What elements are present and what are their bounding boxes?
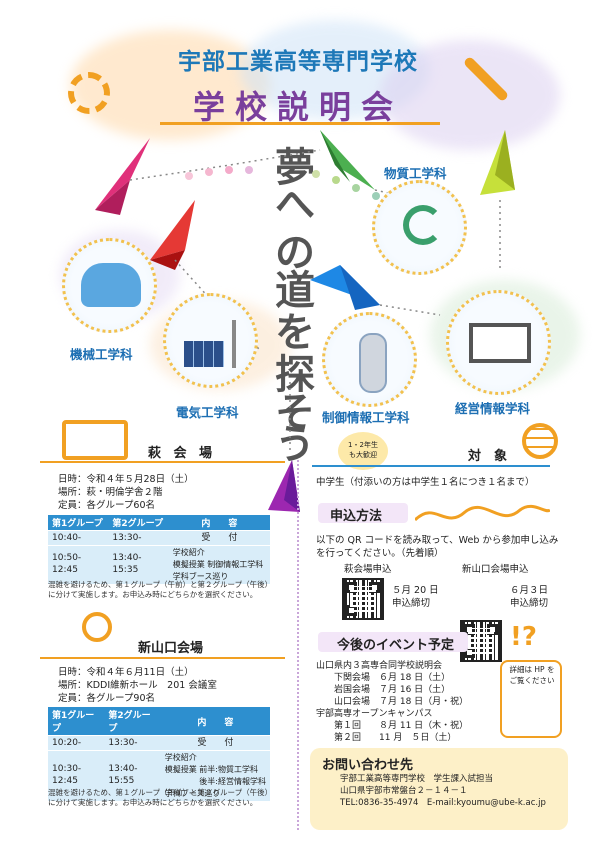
- contact-line: 宇部工業高等専門学校 学生課入試担当: [340, 774, 494, 784]
- plane-icon: [95, 138, 150, 210]
- list-item: 宇部高専オープンキャンパス: [316, 709, 433, 719]
- vehicle-icon: [81, 263, 141, 307]
- apply-hagi-label: 萩会場申込: [344, 564, 392, 575]
- shin-note: 混雑を避けるため、第１グループ（午前）と第２グループ（午後） に分けて実施します…: [48, 788, 273, 807]
- apply-title-bg: [318, 503, 408, 523]
- hp-box: [500, 660, 562, 738]
- contact-lines: 宇部工業高等専門学校 学生課入試担当 山口県宇部市常盤台２－１４－１ TEL:0…: [340, 773, 546, 809]
- dept-electrical-label: 電気工学科: [176, 405, 239, 420]
- exclamation-question-icon: !?: [510, 622, 537, 652]
- business-circle: [446, 290, 551, 395]
- list-item: 第２回 11 月 ５日（土）: [316, 733, 457, 743]
- wave-decoration: [415, 504, 550, 522]
- table-header: 内 容: [160, 707, 270, 736]
- hagi-capacity: 定員：各グループ60名: [58, 500, 156, 511]
- table-header: 内 容: [168, 515, 270, 531]
- future-title: 今後のイベント予定: [337, 638, 455, 653]
- wind-turbine-icon: [232, 320, 236, 368]
- qr-code-hagi[interactable]: [342, 578, 384, 620]
- contact-line: 山口県宇部市常盤台２－１４－１: [340, 786, 468, 796]
- apply-shin-label: 新山口会場申込: [462, 564, 529, 575]
- apply-section: 申込方法 以下の QR コードを読み取って、Web から参加申し込み を行ってく…: [0, 0, 596, 662]
- slogan-char: を: [275, 309, 315, 356]
- list-item: 第１回 ８月 11 日（木・祝）: [316, 721, 469, 731]
- shin-schedule-table: 第1グループ第2グループ内 容 10:20-13:30-受 付 10:30- 1…: [48, 707, 270, 801]
- slogan-char: へ: [275, 181, 315, 228]
- slogan-char: の: [275, 229, 315, 276]
- robot-icon: [359, 333, 387, 393]
- recycle-icon: [403, 205, 443, 245]
- event-title: 学校説明会: [192, 88, 403, 126]
- list-item: 下関会場 ６月 18 日（土）: [316, 673, 451, 683]
- hagi-place: 場所：萩・明倫学舎２階: [58, 487, 163, 498]
- contact-line: TEL:0836-35-4974 E-mail:kyoumu@ube-k.ac.…: [340, 798, 546, 808]
- contact-box: [310, 748, 568, 830]
- apply-title: 申込方法: [330, 509, 383, 524]
- mechanical-circle: [62, 238, 157, 333]
- lightbulb-icon: [82, 612, 112, 642]
- badge: 1・2年生 も大歓迎: [338, 432, 388, 470]
- slogan-char: う: [275, 421, 315, 468]
- paper-planes: [95, 130, 515, 512]
- future-list: 山口県内３高専合同学校説明会 下関会場 ６月 18 日（土） 岩国会場 ７月 1…: [316, 660, 468, 744]
- shin-capacity: 定員：各グループ90名: [58, 693, 156, 704]
- hagi-title: 萩 会 場: [148, 446, 217, 461]
- hp-text: 詳細は HP を ご覧ください: [509, 665, 555, 685]
- shin-place: 場所：KDDI維新ホール 201 会議室: [58, 680, 217, 691]
- control-circle: [322, 312, 417, 407]
- target-title: 対 象: [468, 449, 508, 464]
- table-header: 第1グループ: [48, 515, 109, 531]
- target-text: 中学生（付添いの方は中学生１名につき１名まで）: [316, 477, 535, 488]
- hagi-schedule-table: 第1グループ第2グループ内 容 10:40-13:30-受 付 10:50- 1…: [48, 515, 270, 584]
- dept-material-label: 物質工学科: [384, 166, 447, 181]
- dept-business-label: 経営情報学科: [455, 401, 531, 416]
- gear-icon: [68, 72, 110, 114]
- table-header: 第1グループ: [48, 707, 105, 736]
- dept-control-label: 制御情報工学科: [322, 410, 410, 425]
- slogan-char: そ: [275, 389, 315, 436]
- shinyamaguchi-title: 新山口会場: [138, 641, 204, 656]
- contact-title: お問い合わせ先: [322, 758, 414, 773]
- future-title-bg: [318, 632, 468, 652]
- material-circle: [372, 180, 467, 275]
- apply-hagi-deadline: ５月 20 日 申込締切: [392, 585, 439, 609]
- hagi-note: 混雑を避けるため、第１グループ（午前）と第２グループ（午後） に分けて実施します…: [48, 580, 273, 599]
- globe-icon: [522, 423, 558, 459]
- shin-date: 日時：令和４年６月11日（土）: [58, 667, 194, 678]
- qr-code-shinyamaguchi[interactable]: [460, 620, 502, 662]
- school-name: 宇部工業高等専門学校: [178, 49, 418, 75]
- list-item: 岩国会場 ７月 16 日（土）: [316, 685, 451, 695]
- monitor-icon: [62, 420, 128, 460]
- list-item: 山口県内３高専合同学校説明会: [316, 661, 443, 671]
- solar-panel-icon: [184, 341, 224, 367]
- table-row: 10:40-13:30-受 付: [48, 530, 270, 546]
- dept-mechanical-label: 機械工学科: [70, 347, 133, 362]
- list-item: 山口会場 ７月 18 日（月・祝）: [316, 697, 469, 707]
- table-row: 10:20-13:30-受 付: [48, 735, 270, 751]
- apply-shin-deadline: ６月３日 申込締切: [510, 585, 549, 609]
- hagi-date: 日時：令和４年５月28日（土）: [58, 474, 194, 485]
- electrical-circle: [163, 293, 258, 388]
- table-header: 第2グループ: [108, 515, 169, 531]
- table-header: 第2グループ: [104, 707, 161, 736]
- laptop-icon: [469, 323, 531, 363]
- slogan-char: 探: [275, 351, 315, 398]
- center-divider: [297, 460, 299, 830]
- apply-text: 以下の QR コードを読み取って、Web から参加申し込み を行ってください。（…: [316, 535, 559, 559]
- title-underline: [160, 122, 440, 125]
- slogan-char: 道: [275, 267, 315, 314]
